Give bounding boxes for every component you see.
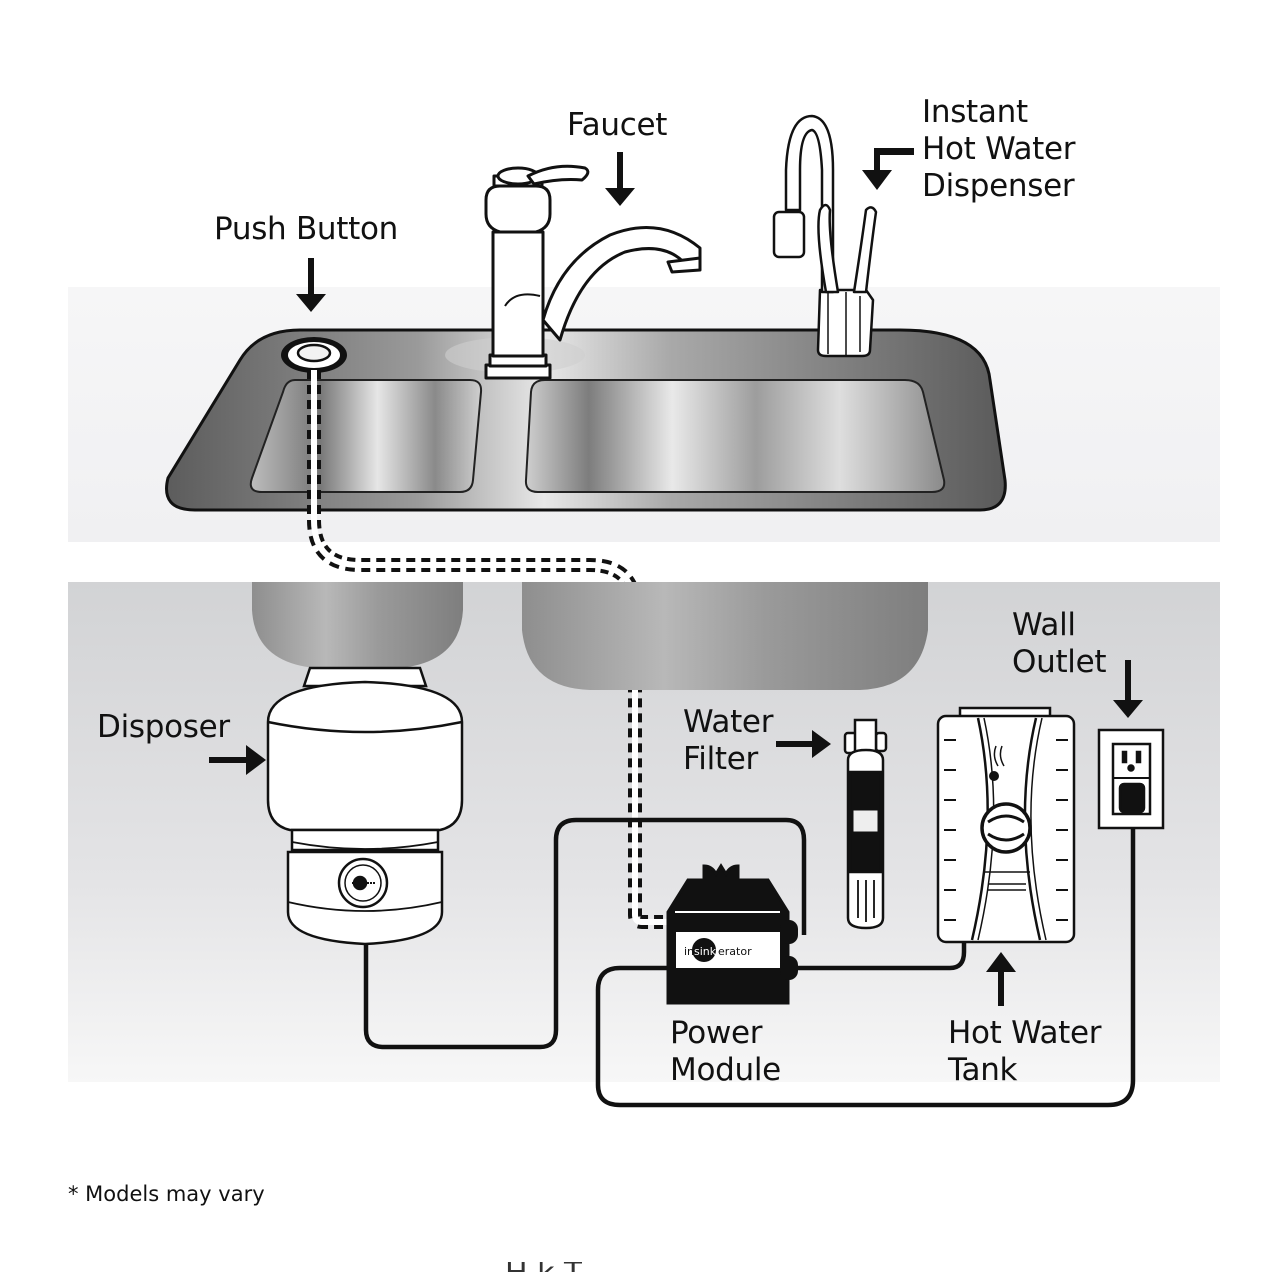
label-line: Hot Water [948,1015,1102,1051]
label-disposer: Disposer [97,709,230,746]
arrow-dispenser-icon [862,148,914,190]
label-line: Water [683,704,774,740]
label-line: Filter [683,741,758,777]
footnote: * Models may vary [68,1182,265,1206]
label-water-filter: Water Filter [683,704,773,778]
label-line: Wall [1012,607,1076,643]
water-filter [843,718,888,930]
label-line: Hot Water [922,131,1076,167]
callout-arrows [209,148,1143,1006]
label-power-module: Power Module [670,1015,781,1089]
arrow-faucet-icon [605,152,635,206]
label-faucet: Faucet [567,107,667,144]
label-faucet-text: Faucet [567,107,668,143]
push-button-device [281,337,347,373]
instant-hot-water-dispenser [772,114,878,358]
sink-bowl-left [249,379,483,493]
tank-cord [790,940,967,971]
arrow-push-button-icon [296,258,326,312]
hot-water-tank [936,706,1076,944]
arrow-water-filter-icon [776,730,831,758]
label-line: Power [670,1015,763,1051]
label-disposer-text: Disposer [97,709,230,745]
power-cords [363,812,1136,1108]
sink-bowl-right [524,379,946,493]
cutoff-caption-text: H k T [505,1262,582,1272]
label-line: Tank [948,1052,1018,1088]
power-module: in sink erator [666,863,798,1005]
label-instant-hot-water-dispenser: Instant Hot Water Dispenser [922,94,1076,205]
label-line: Instant [922,94,1028,130]
logo-highlight: sink [694,945,717,958]
disposer-cord [363,817,807,1050]
air-switch-tube [307,370,668,929]
logo-suffix: erator [718,945,752,958]
outlet-cord [595,812,1136,1108]
arrow-disposer-icon [209,745,266,775]
label-push-button: Push Button [214,211,398,248]
logo-prefix: in [684,945,694,958]
label-wall-outlet: Wall Outlet [1012,607,1107,681]
arrow-wall-outlet-icon [1113,660,1143,718]
main-bowl-underside [522,582,928,690]
wall-outlet [1097,728,1165,830]
label-hot-water-tank: Hot Water Tank [948,1015,1102,1089]
label-line: Dispenser [922,168,1075,204]
label-push-button-text: Push Button [214,211,398,247]
label-line: Outlet [1012,644,1107,680]
garbage-disposer [266,666,464,946]
kitchen-faucet [484,164,702,380]
cutoff-caption: H k T [505,1262,582,1272]
arrow-hot-water-tank-icon [986,952,1016,1006]
disposer-bowl-underside [252,582,463,668]
label-line: Module [670,1052,781,1088]
